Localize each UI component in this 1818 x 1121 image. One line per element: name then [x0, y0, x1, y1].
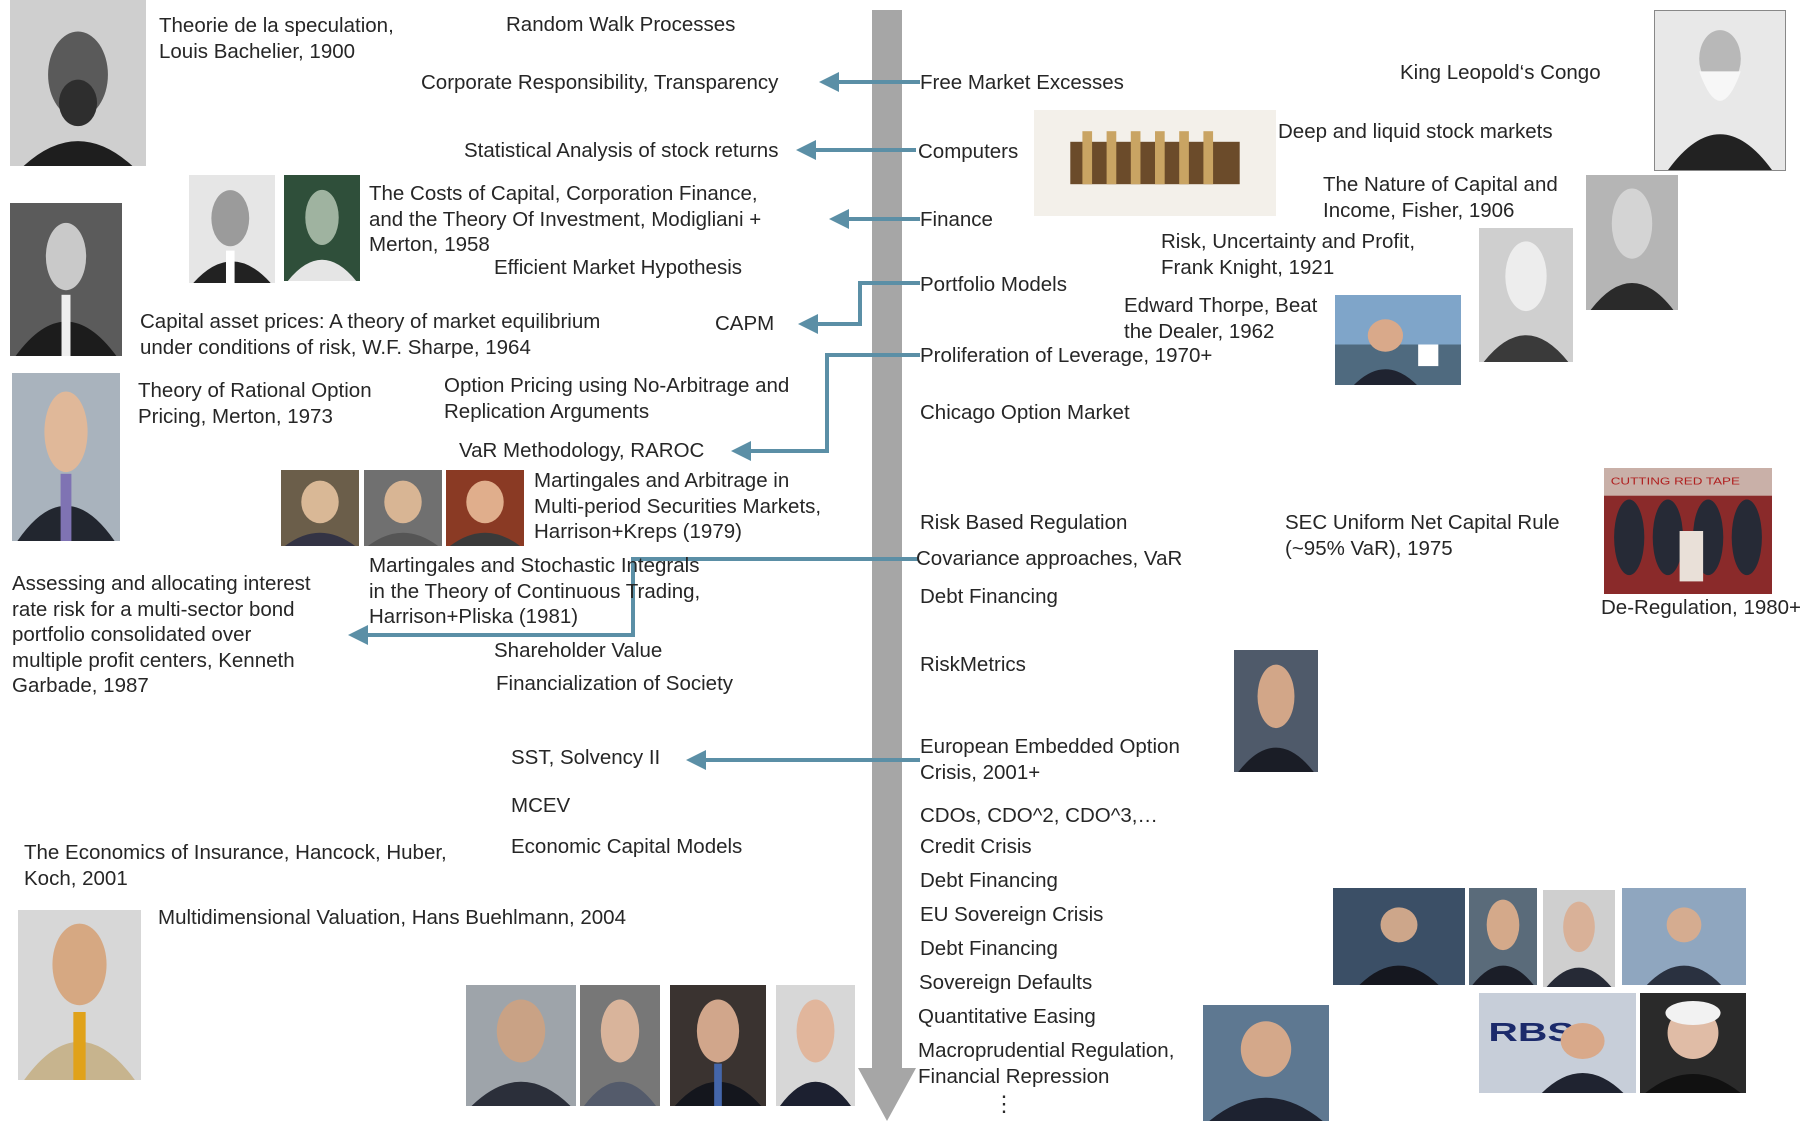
buehlmann-portrait	[18, 910, 141, 1080]
sharpe-label: Capital asset prices: A theory of market…	[140, 310, 601, 359]
thorpe-portrait	[1335, 295, 1461, 385]
bachelier-label: Theorie de la speculation, Louis Bacheli…	[159, 14, 394, 63]
arrow-leverage	[731, 353, 920, 461]
arrow-covariance	[348, 557, 918, 645]
dodd-portrait	[1640, 993, 1746, 1093]
bernanke-portrait	[670, 985, 766, 1106]
arrow-portfolio	[798, 281, 920, 334]
riskmetrics-portrait	[1234, 650, 1318, 772]
kreps-portrait	[364, 470, 442, 546]
mcev-label: MCEV	[511, 794, 571, 817]
ecm-label: Economic Capital Models	[511, 835, 743, 858]
kuroda-portrait	[466, 985, 576, 1106]
garbade-label: Assessing and allocating interest rate r…	[12, 572, 311, 697]
trichet-portrait	[580, 985, 660, 1106]
blankfein-portrait	[1543, 890, 1615, 987]
sovereign-defaults-label: Sovereign Defaults	[919, 971, 1093, 994]
debt-financing-2-label: Debt Financing	[920, 869, 1058, 892]
deep-liquid-label: Deep and liquid stock markets	[1278, 120, 1553, 143]
option-pricing-label: Option Pricing using No-Arbitrage and Re…	[444, 374, 790, 423]
thorpe-label: Edward Thorpe, Beat the Dealer, 1962	[1124, 294, 1318, 343]
sharpe-portrait	[10, 203, 122, 356]
king-portrait	[776, 985, 855, 1106]
free-market-label: Free Market Excesses	[920, 71, 1124, 94]
macroprudential-label: Macroprudential Regulation, Financial Re…	[918, 1039, 1175, 1088]
harrison-portrait	[281, 470, 359, 546]
financialization-label: Financialization of Society	[496, 672, 734, 695]
sst-label: SST, Solvency II	[511, 746, 661, 769]
congo-label: King Leopold‘s Congo	[1400, 61, 1601, 84]
emh-label: Efficient Market Hypothesis	[494, 256, 743, 279]
timeline-bar	[872, 10, 902, 1070]
banner-text: CUTTING RED TAPE	[1611, 475, 1740, 487]
portfolio-models-label: Portfolio Models	[920, 273, 1067, 296]
stat-analysis-label: Statistical Analysis of stock returns	[464, 139, 779, 162]
fisher-label: The Nature of Capital and Income, Fisher…	[1323, 173, 1558, 222]
deregulation-label: De-Regulation, 1980+	[1601, 596, 1802, 619]
var-raroc-label: VaR Methodology, RAROC	[459, 439, 705, 462]
miller-portrait	[284, 175, 360, 281]
buehlmann-label: Multidimensional Valuation, Hans Buehlma…	[158, 906, 626, 929]
sec-label: SEC Uniform Net Capital Rule (~95% VaR),…	[1285, 511, 1560, 560]
debt-financing-1-label: Debt Financing	[920, 585, 1058, 608]
modigliani-label: The Costs of Capital, Corporation Financ…	[369, 182, 762, 256]
deregulation-photo: CUTTING RED TAPE	[1604, 468, 1772, 594]
leopold-portrait	[1654, 10, 1786, 171]
merton-label: Theory of Rational Option Pricing, Merto…	[138, 379, 372, 428]
european-crisis-label: European Embedded Option Crisis, 2001+	[920, 735, 1180, 784]
merton-portrait	[12, 373, 120, 541]
fuld-photo	[1333, 888, 1465, 985]
rbs-logo-text: RBS	[1488, 1018, 1574, 1047]
fisher-portrait	[1586, 175, 1678, 310]
finance-label: Finance	[920, 208, 993, 231]
knight-label: Risk, Uncertainty and Profit, Frank Knig…	[1161, 230, 1416, 279]
computers-label: Computers	[918, 140, 1019, 163]
chicago-label: Chicago Option Market	[920, 401, 1130, 424]
bachelier-portrait	[10, 0, 146, 166]
eu-sovereign-label: EU Sovereign Crisis	[920, 903, 1104, 926]
harrison-pliska-label: Martingales and Stochastic Integrals in …	[369, 554, 701, 628]
harrison-kreps-label: Martingales and Arbitrage in Multi-perio…	[534, 469, 822, 543]
corp-responsibility-label: Corporate Responsibility, Transparency	[421, 71, 779, 94]
capm-label: CAPM	[715, 312, 775, 335]
riskmetrics-label: RiskMetrics	[920, 653, 1026, 676]
computing-machine-photo	[1034, 110, 1276, 216]
pliska-portrait	[446, 470, 524, 546]
credit-crisis-label: Credit Crisis	[920, 835, 1032, 858]
random-walk-label: Random Walk Processes	[506, 13, 736, 36]
shareholder-value-label: Shareholder Value	[494, 639, 663, 662]
leverage-label: Proliferation of Leverage, 1970+	[920, 344, 1213, 367]
prince-portrait	[1469, 888, 1537, 985]
covariance-label: Covariance approaches, VaR	[916, 547, 1183, 570]
modigliani-portrait	[189, 175, 275, 283]
rbs-photo: RBS	[1479, 993, 1636, 1093]
continuation-ellipsis: ⋮	[993, 1091, 1015, 1116]
qe-label: Quantitative Easing	[918, 1005, 1096, 1028]
risk-based-regulation-label: Risk Based Regulation	[920, 511, 1128, 534]
knight-portrait	[1479, 228, 1573, 362]
cdos-label: CDOs, CDO^2, CDO^3,…	[920, 804, 1158, 827]
carney-portrait	[1203, 1005, 1329, 1121]
econ-insurance-label: The Economics of Insurance, Hancock, Hub…	[24, 841, 447, 890]
debt-financing-3-label: Debt Financing	[920, 937, 1058, 960]
dimon-photo	[1622, 888, 1746, 985]
timeline-arrowhead	[858, 1068, 916, 1121]
